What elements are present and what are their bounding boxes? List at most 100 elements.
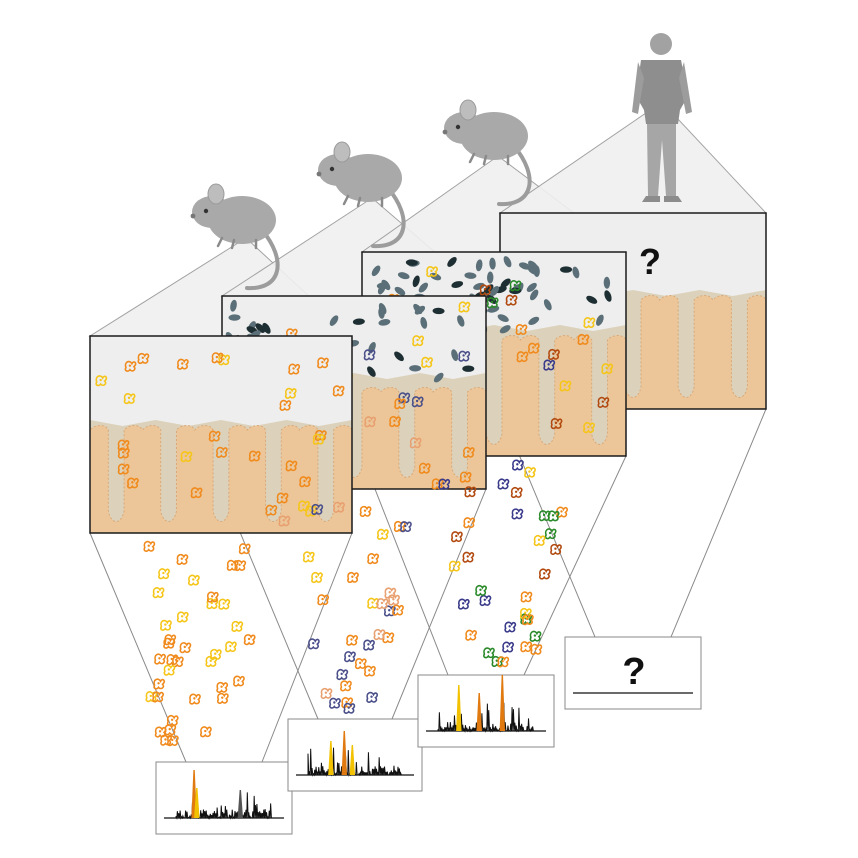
- molecule-icon: [376, 598, 389, 610]
- molecule-icon: [393, 520, 406, 533]
- mouse-icon: [190, 183, 280, 291]
- bacterium-icon: [560, 266, 573, 273]
- molecule-icon: [457, 598, 470, 610]
- molecule-icon: [511, 508, 524, 520]
- molecule-icon: [412, 335, 424, 347]
- bacterium-icon: [420, 317, 428, 329]
- bacterium-icon: [397, 272, 410, 280]
- molecule-icon: [208, 430, 221, 442]
- molecule-icon: [285, 460, 298, 472]
- bacterium-icon: [405, 259, 418, 266]
- bacterium-icon: [371, 265, 381, 277]
- molecule-icon: [317, 594, 330, 606]
- molecule-icon: [288, 363, 301, 375]
- molecule-icon: [276, 492, 289, 504]
- molecule-icon: [154, 726, 167, 738]
- spectrum-peak: [349, 744, 356, 776]
- molecule-icon: [311, 503, 324, 516]
- molecule-icon: [158, 568, 170, 580]
- molecule-icon: [166, 654, 179, 666]
- human-icon: [632, 33, 692, 202]
- bacterium-icon: [429, 272, 442, 281]
- molecule-icon: [583, 422, 595, 434]
- projection-cone: [498, 101, 768, 214]
- molecule-icon: [392, 604, 404, 616]
- molecule-icon: [464, 486, 477, 498]
- molecule-icon: [376, 528, 389, 540]
- molecule-icon: [421, 356, 433, 368]
- molecule-icon: [394, 398, 406, 410]
- molecule-icon: [451, 531, 463, 543]
- molecule-icon: [418, 462, 431, 474]
- molecule-icon: [209, 648, 222, 660]
- molecule-icon: [152, 691, 164, 703]
- molecule-icon: [363, 349, 376, 361]
- bacterium-icon: [462, 365, 475, 372]
- molecule-icon: [299, 476, 311, 488]
- spectrum-icon: [417, 674, 555, 748]
- molecule-icon: [384, 587, 397, 599]
- molecule-icon: [597, 396, 610, 408]
- human-shirt: [636, 60, 688, 124]
- subjects: [190, 99, 532, 291]
- molecule-icon: [373, 628, 386, 641]
- human-shoes: [642, 196, 682, 202]
- molecule-icon: [486, 297, 499, 309]
- molecule-icon: [152, 587, 165, 599]
- molecule-icon: [347, 571, 359, 584]
- bacterium-icon: [228, 314, 241, 321]
- bacterium-icon: [262, 322, 271, 334]
- bacterium-icon: [497, 314, 509, 323]
- molecule-icon: [543, 359, 556, 371]
- bacterium-icon: [394, 351, 404, 362]
- molecule-icon: [448, 560, 461, 572]
- molecule-icon: [154, 653, 166, 665]
- molecule-icon: [497, 478, 510, 490]
- molecule-icon: [367, 553, 380, 565]
- molecule-icon: [510, 486, 523, 499]
- molecule-icon: [550, 543, 562, 555]
- bacterium-icon: [518, 262, 531, 270]
- bacterium-icon: [451, 349, 459, 361]
- molecule-icon: [305, 505, 317, 517]
- molecule-icon: [176, 611, 189, 623]
- molecule-icon: [459, 471, 472, 483]
- molecule-icon: [279, 399, 292, 411]
- bacterium-icon: [487, 271, 494, 284]
- molecule-icon: [320, 687, 333, 699]
- molecule-icon: [479, 594, 492, 607]
- molecule-icon: [176, 553, 189, 565]
- molecule-icon: [95, 375, 108, 387]
- bacterium-icon: [475, 259, 483, 272]
- bacterium-icon: [473, 282, 485, 290]
- spectrum-trace: [175, 792, 272, 820]
- human-arms: [632, 62, 692, 114]
- molecule-icon: [497, 656, 510, 668]
- molecule-icon: [505, 294, 518, 306]
- bacterium-icon: [432, 307, 445, 315]
- molecule-icon: [265, 504, 278, 516]
- molecule-icon: [548, 348, 560, 361]
- molecule-icon: [550, 418, 563, 430]
- bacterium-icon: [596, 314, 604, 326]
- molecule-icon: [332, 385, 345, 397]
- molecule-icon: [479, 284, 492, 296]
- molecule-icon: [530, 643, 543, 655]
- bacterium-icon: [451, 281, 464, 288]
- molecule-icon: [389, 415, 401, 428]
- molecule-icon: [218, 598, 231, 610]
- molecule-icon: [163, 637, 175, 649]
- spectrum-peak: [328, 740, 334, 776]
- molecule-icon: [502, 641, 514, 653]
- molecule-icon: [382, 632, 395, 644]
- molecule-icon: [364, 416, 377, 428]
- projection-line: [89, 532, 353, 763]
- molecule-icon: [512, 459, 524, 471]
- bacterium-icon: [503, 256, 512, 268]
- molecule-icon: [163, 664, 176, 676]
- molecule-icon: [524, 466, 536, 478]
- spectrum-peak: [341, 730, 347, 776]
- panel-frame: [89, 335, 353, 534]
- molecule-icon: [180, 451, 193, 463]
- molecule-icon: [520, 641, 533, 653]
